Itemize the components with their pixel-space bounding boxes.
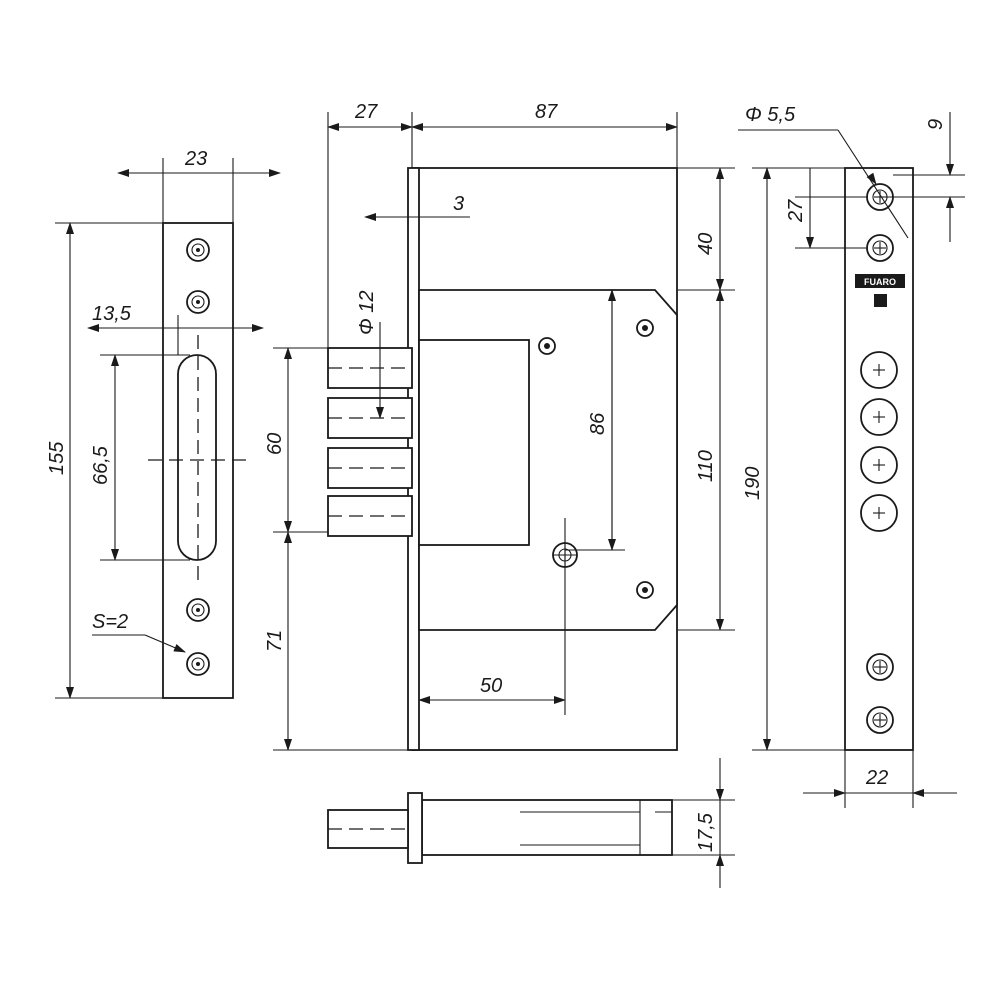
strike-plate-view: 23 155 13,5 66,5 S=2 xyxy=(46,148,281,699)
dim-screw-edge: 9 xyxy=(925,119,947,130)
faceplate-view: FUARO Φ 5,5 9 27 190 xyxy=(738,104,965,808)
dim-backset: 27 xyxy=(354,101,378,123)
bolt-opening-icon xyxy=(860,398,898,436)
bolt-opening-icon xyxy=(860,351,898,389)
rivet-icon xyxy=(636,319,654,337)
screw-hole-icon xyxy=(866,706,894,734)
dim-cylinder-offset: 50 xyxy=(480,675,502,697)
screw-hole-icon xyxy=(866,234,894,262)
dim-slot-offset: 13,5 xyxy=(92,303,132,325)
strike-screw-holes xyxy=(186,238,210,676)
screw-hole-icon xyxy=(186,598,210,622)
brand-plate xyxy=(855,274,905,288)
forend-bottom xyxy=(407,792,423,864)
bolt-bar xyxy=(418,339,530,546)
dim-bottom-offset: 71 xyxy=(264,630,286,652)
bolt-opening-icon xyxy=(860,446,898,484)
dim-plate-thickness: 3 xyxy=(453,193,464,215)
screw-hole-icon xyxy=(186,290,210,314)
brand-mark: FUARO xyxy=(864,277,896,287)
rivet-icon xyxy=(636,581,654,599)
dim-inner-height: 110 xyxy=(695,450,717,482)
dim-screw-spacing: 27 xyxy=(785,199,807,223)
dim-bolt-thickness: 17,5 xyxy=(695,812,717,852)
screw-hole-icon xyxy=(186,238,210,262)
dim-pin-diameter: Φ 12 xyxy=(356,290,378,335)
dim-body-depth: 87 xyxy=(535,101,558,123)
strike-slot xyxy=(177,354,217,561)
bolt-opening-icon xyxy=(860,494,898,532)
dim-spindle-distance: 86 xyxy=(587,412,609,435)
lock-body-view: 27 87 3 Φ 12 60 71 50 40 110 86 xyxy=(264,101,735,751)
dim-top-offset: 40 xyxy=(695,233,717,255)
dead-bolts xyxy=(327,347,413,537)
screw-hole-icon xyxy=(866,653,894,681)
label-thickness: S=2 xyxy=(92,611,128,633)
dim-screw-hole: Φ 5,5 xyxy=(745,104,796,126)
dim-bolts-span: 60 xyxy=(264,433,286,455)
bolt-openings xyxy=(860,351,898,532)
screw-hole-icon xyxy=(186,652,210,676)
rivet-icon xyxy=(538,337,556,355)
case-rivets xyxy=(538,319,654,599)
dim-strike-width: 23 xyxy=(184,148,207,170)
bottom-view: 17,5 xyxy=(327,758,735,888)
dim-strike-height: 155 xyxy=(46,441,68,475)
dim-faceplate-width: 22 xyxy=(865,767,888,789)
body-bottom xyxy=(421,799,673,856)
dim-faceplate-height: 190 xyxy=(742,467,764,500)
dim-slot-length: 66,5 xyxy=(90,445,112,485)
brand-logo-icon xyxy=(874,294,887,307)
